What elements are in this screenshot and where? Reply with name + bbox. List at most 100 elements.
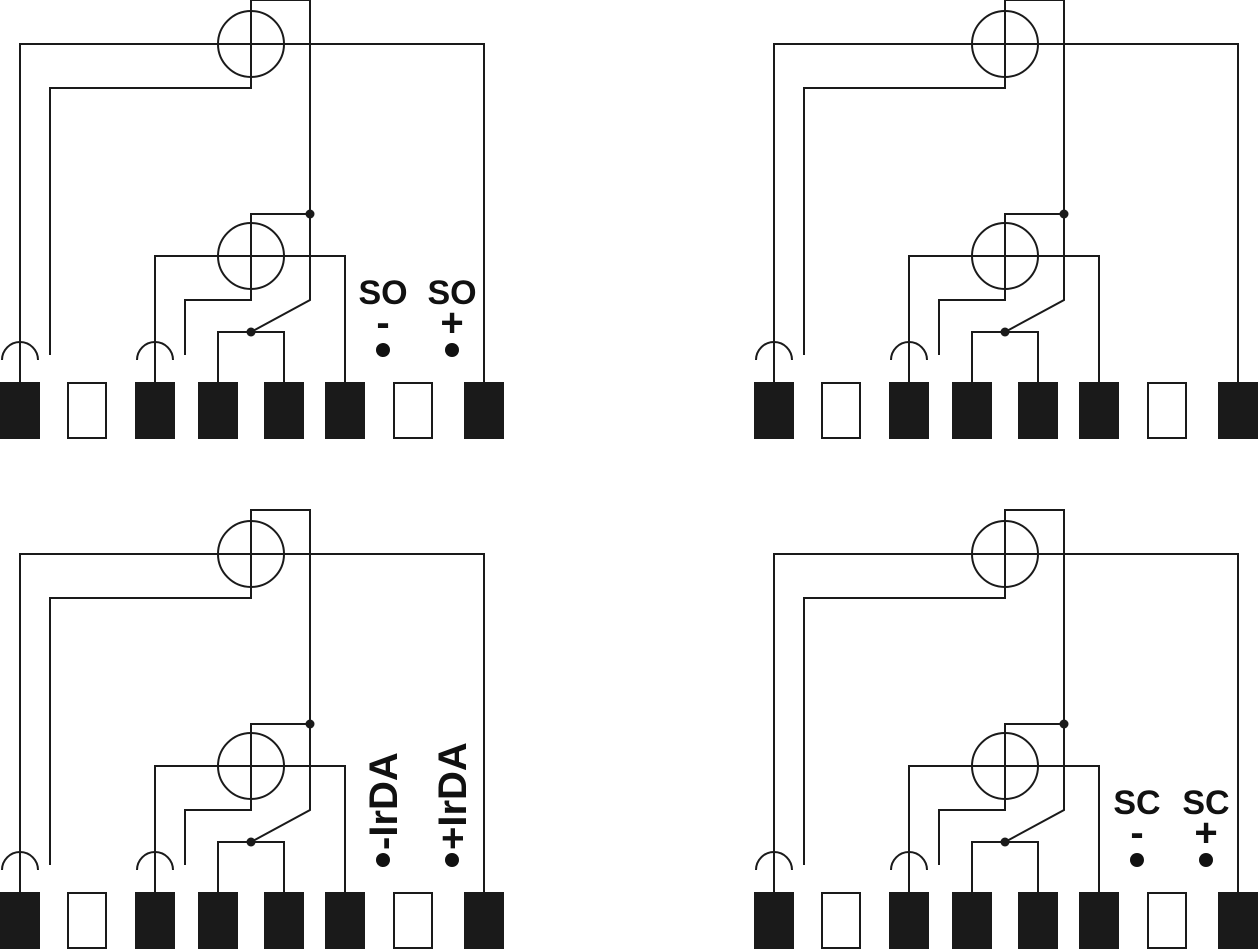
pin-4: [198, 382, 238, 439]
pin-3: [135, 892, 175, 949]
pin-3: [135, 382, 175, 439]
wire-outer-left: [773, 43, 972, 355]
lower-circle-cross: [218, 733, 284, 799]
panel-bottom-left: -IrDA +IrDA: [0, 509, 504, 949]
wire-lower-left: [908, 255, 972, 355]
pin-2: [821, 382, 861, 439]
terminal-dot-minus: [376, 343, 390, 357]
pin-7: [1147, 382, 1187, 439]
wire-outer-left: [19, 553, 218, 865]
junction-dot-upper: [305, 209, 315, 219]
pin-7: [1147, 892, 1187, 949]
hop-arc-3: [136, 341, 174, 361]
wire-junction-bracket: [250, 723, 310, 733]
polarity-minus: -: [1130, 811, 1143, 855]
terminal-dot-minus: [376, 853, 390, 867]
wire-pin-bracket: [971, 841, 1039, 893]
upper-circle-cross: [972, 521, 1038, 587]
terminal-dot-plus: [1199, 853, 1213, 867]
wire-junction-bracket: [250, 213, 310, 223]
polarity-minus: -: [376, 301, 389, 345]
wire-lower-left: [908, 765, 972, 865]
wire-trunk: [1004, 0, 1065, 333]
junction-dot-upper: [1059, 719, 1069, 729]
wire-outer-right: [1038, 553, 1239, 893]
junction-dot-upper: [1059, 209, 1069, 219]
wire-lower-inner: [184, 289, 252, 355]
wire-trunk: [250, 509, 311, 843]
pin-2: [67, 892, 107, 949]
lower-circle-cross: [218, 223, 284, 289]
wire-lower-right: [1038, 255, 1100, 383]
polarity-plus: +: [1194, 811, 1217, 855]
wire-lower-inner: [938, 289, 1006, 355]
pin-1: [0, 892, 40, 949]
pin-5: [1018, 382, 1058, 439]
wire-outer-right: [1038, 43, 1239, 383]
junction-dot-upper: [305, 719, 315, 729]
wire-trunk: [250, 0, 311, 333]
wire-outer-left: [19, 43, 218, 355]
pin-5: [1018, 892, 1058, 949]
label-plus: +IrDA: [431, 742, 475, 850]
wire-inner-left: [803, 77, 1006, 355]
terminal-dot-plus: [445, 343, 459, 357]
wire-outer-right: [284, 553, 485, 893]
wire-pin-bracket: [217, 841, 285, 893]
wire-outer-right: [284, 43, 485, 383]
panel-bottom-right: SC-SC+: [754, 509, 1258, 949]
lower-circle-cross: [972, 733, 1038, 799]
hop-arc-3: [136, 851, 174, 871]
pin-3: [889, 892, 929, 949]
wire-inner-left: [49, 77, 252, 355]
pin-2: [821, 892, 861, 949]
hop-arc-1: [755, 341, 793, 361]
label-minus: SC: [1113, 784, 1160, 822]
wire-lower-right: [284, 765, 346, 893]
hop-arc-1: [1, 851, 39, 871]
wire-lower-inner: [184, 799, 252, 865]
pin-1: [0, 382, 40, 439]
pin-6: [325, 382, 365, 439]
panel-top-left: SO-SO+: [0, 0, 504, 439]
label-plus: SO: [427, 274, 476, 312]
wire-lower-left: [154, 765, 218, 865]
wire-lower-left: [154, 255, 218, 355]
wire-lower-inner: [938, 799, 1006, 865]
wire-pin-bracket: [217, 331, 285, 383]
pin-6: [1079, 382, 1119, 439]
wire-inner-left: [803, 587, 1006, 865]
polarity-plus: +: [440, 301, 463, 345]
wire-inner-left: [49, 587, 252, 865]
pin-4: [198, 892, 238, 949]
upper-circle-cross: [972, 11, 1038, 77]
wire-junction-bracket: [1004, 213, 1064, 223]
hop-arc-3: [890, 341, 928, 361]
hop-arc-3: [890, 851, 928, 871]
label-plus: SC: [1182, 784, 1229, 822]
pin-8: [1218, 892, 1258, 949]
wire-pin-bracket: [971, 331, 1039, 383]
pin-8: [1218, 382, 1258, 439]
hop-arc-1: [1, 341, 39, 361]
pin-3: [889, 382, 929, 439]
pin-4: [952, 382, 992, 439]
terminal-dot-plus: [445, 853, 459, 867]
pin-8: [464, 892, 504, 949]
hop-arc-1: [755, 851, 793, 871]
pin-7: [393, 382, 433, 439]
panel-top-right: [754, 0, 1258, 439]
pin-6: [325, 892, 365, 949]
pin-7: [393, 892, 433, 949]
label-minus: -IrDA: [362, 752, 406, 850]
wire-lower-right: [284, 255, 346, 383]
pin-2: [67, 382, 107, 439]
pin-5: [264, 892, 304, 949]
pin-1: [754, 382, 794, 439]
upper-circle-cross: [218, 11, 284, 77]
lower-circle-cross: [972, 223, 1038, 289]
wire-trunk: [1004, 509, 1065, 843]
upper-circle-cross: [218, 521, 284, 587]
label-minus: SO: [358, 274, 407, 312]
